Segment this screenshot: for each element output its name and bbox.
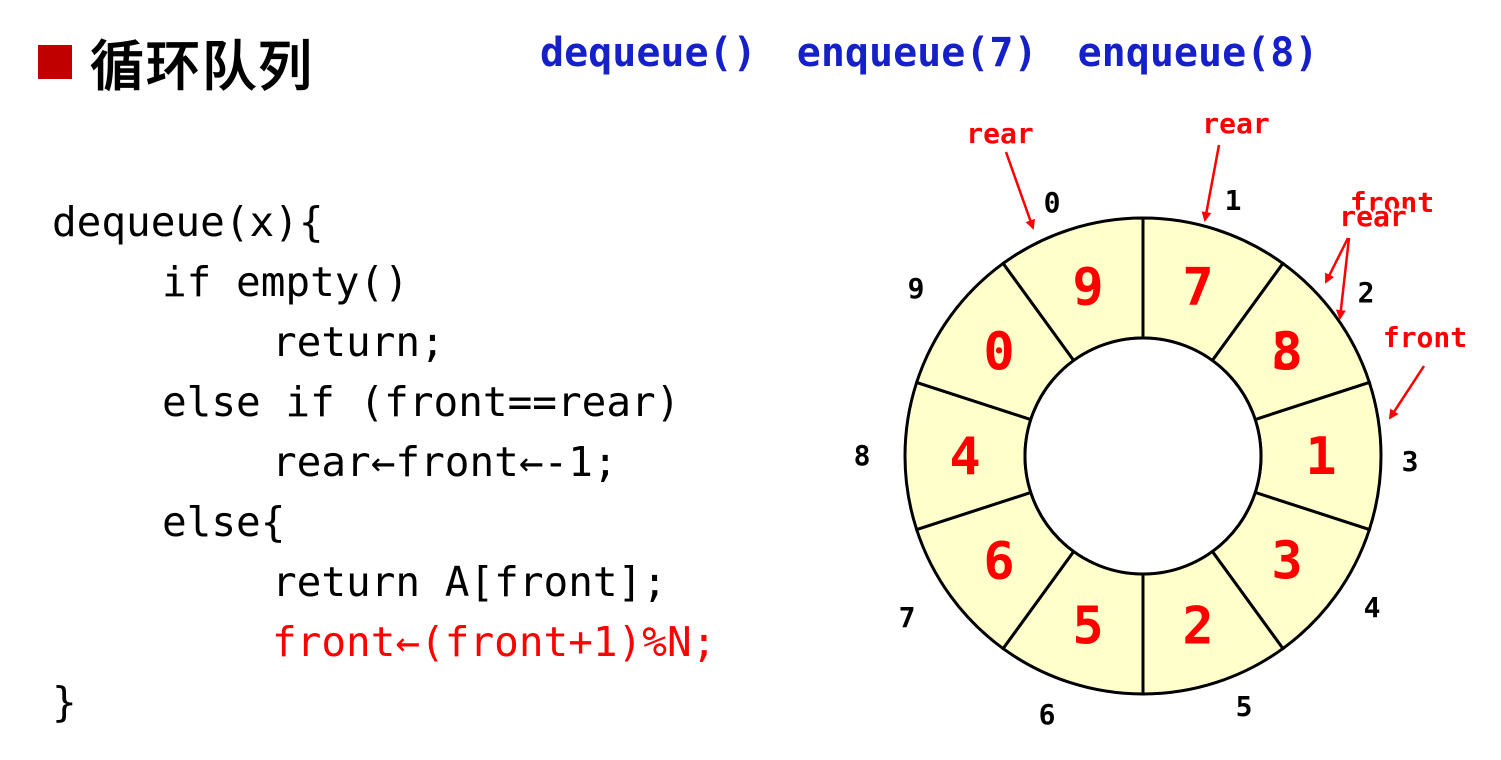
index-label-4: 4 [1364, 591, 1381, 624]
rear-arrow-1 [1201, 144, 1221, 222]
rear-label-2: rear [1339, 200, 1406, 233]
cell-value-2: 8 [1271, 322, 1302, 382]
rear-arrow-2 [1335, 237, 1351, 320]
code-line: if empty() [162, 258, 409, 306]
operation-dequeue: dequeue() [540, 30, 757, 76]
code-line: return A[front]; [272, 558, 667, 606]
index-label-9: 9 [908, 272, 925, 305]
rear-label-1: rear [1202, 107, 1269, 140]
index-label-7: 7 [899, 601, 916, 634]
front-arrow-2 [1324, 237, 1350, 284]
code-line: } [52, 678, 77, 726]
cell-value-0: 9 [1072, 258, 1103, 318]
code-line: return; [272, 318, 445, 366]
index-label-2: 2 [1358, 276, 1375, 309]
index-label-0: 0 [1044, 186, 1061, 219]
title-text: 循环队列 [90, 35, 314, 98]
cell-value-6: 5 [1072, 596, 1103, 656]
code-line: else{ [162, 498, 286, 546]
cell-value-3: 1 [1305, 427, 1336, 487]
index-label-3: 3 [1402, 445, 1419, 478]
code-line: rear←front←-1; [272, 438, 618, 486]
pointer-annotations: rear rear front rear front [966, 107, 1467, 420]
cell-value-5: 2 [1182, 596, 1213, 656]
code-line: dequeue(x){ [52, 198, 324, 246]
operation-enqueue-7: enqueue(7) [796, 30, 1038, 76]
code-line: else if (front==rear) [162, 378, 681, 426]
bullet-square-icon [38, 44, 72, 79]
cell-overwritten-value: 3 [1271, 322, 1302, 382]
code-block: dequeue(x){ if empty() return; else if (… [52, 192, 716, 732]
index-label-8: 8 [854, 439, 871, 472]
cell-value-7: 6 [983, 532, 1014, 592]
index-label-1: 1 [1225, 184, 1242, 217]
operation-enqueue-8: enqueue(8) [1077, 30, 1319, 76]
index-label-6: 6 [1039, 698, 1056, 731]
ring-hole [1023, 336, 1263, 576]
rear-label-0: rear [966, 117, 1033, 150]
slide-title: 循环队列 [38, 22, 314, 101]
front-arrow-3 [1388, 365, 1426, 420]
code-line-highlight: front←(front+1)%N; [272, 618, 717, 666]
front-label-3: front [1383, 321, 1467, 354]
cell-value-4: 3 [1271, 532, 1302, 592]
cell-value-9: 0 [983, 322, 1014, 382]
cell-value-1: 7 [1182, 258, 1213, 318]
rear-arrow-0 [1004, 151, 1036, 230]
front-label-2: front [1350, 186, 1434, 219]
index-label-5: 5 [1236, 690, 1253, 723]
cell-value-8: 4 [949, 427, 980, 487]
operation-sequence: dequeue() enqueue(7) enqueue(8) [540, 30, 1358, 76]
